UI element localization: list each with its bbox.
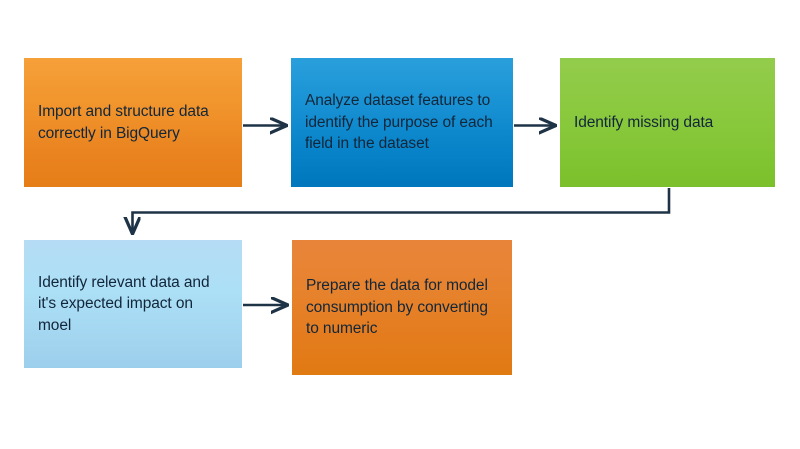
node-analyze-label: Analyze dataset features to identify the… [305,92,493,153]
node-identify-missing-data[interactable]: Identify missing data [560,58,775,187]
node-prepare-data[interactable]: Prepare the data for model consumption b… [292,240,512,375]
node-identify-relevant-data[interactable]: Identify relevant data and it's expected… [24,240,242,368]
node-analyze[interactable]: Analyze dataset features to identify the… [291,58,513,187]
node-import[interactable]: Import and structure data correctly in B… [24,58,242,187]
node-prepare-data-label: Prepare the data for model consumption b… [306,277,488,338]
node-import-label: Import and structure data correctly in B… [38,103,209,142]
connector-missing-to-relevant [133,188,671,233]
node-identify-missing-data-label: Identify missing data [574,113,714,131]
node-identify-relevant-data-label: Identify relevant data and it's expected… [38,273,210,334]
